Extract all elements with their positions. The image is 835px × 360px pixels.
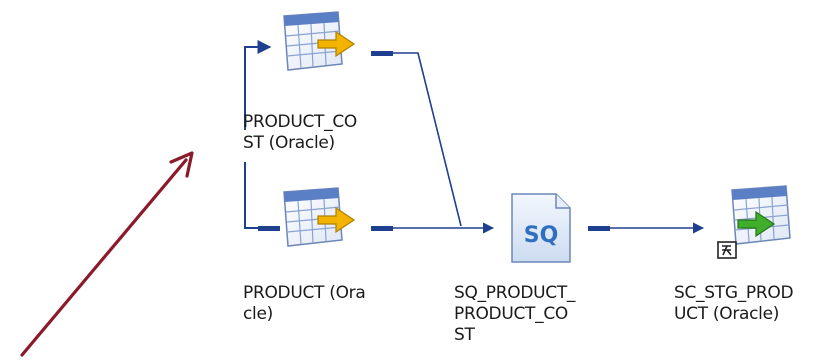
link-sq-to-target	[588, 222, 705, 234]
node-product-cost[interactable]	[283, 11, 356, 71]
source-table-icon	[283, 11, 356, 71]
target-badge-icon	[717, 241, 737, 259]
target-table-icon	[717, 185, 791, 259]
sc-stg-product-label: SC_STG_PROD UCT (Oracle)	[674, 283, 794, 324]
link-product-cost-bracket	[244, 40, 272, 130]
node-sq-product[interactable]: SQ	[511, 193, 571, 263]
annotation-arrow-icon	[20, 151, 194, 357]
sq-product-label: SQ_PRODUCT_ PRODUCT_CO ST	[454, 283, 576, 345]
source-table-icon	[283, 187, 356, 247]
source-qualifier-icon: SQ	[511, 193, 571, 263]
link-product-to-sq	[371, 222, 495, 234]
product-cost-label: PRODUCT_CO ST (Oracle)	[243, 112, 357, 153]
sq-icon-text: SQ	[524, 223, 559, 248]
link-product-cost-to-sq	[371, 51, 462, 227]
node-product[interactable]	[283, 187, 356, 247]
link-product-bracket	[244, 162, 280, 231]
product-label: PRODUCT (Ora cle)	[243, 283, 366, 324]
node-sc-stg-product[interactable]	[717, 185, 791, 259]
